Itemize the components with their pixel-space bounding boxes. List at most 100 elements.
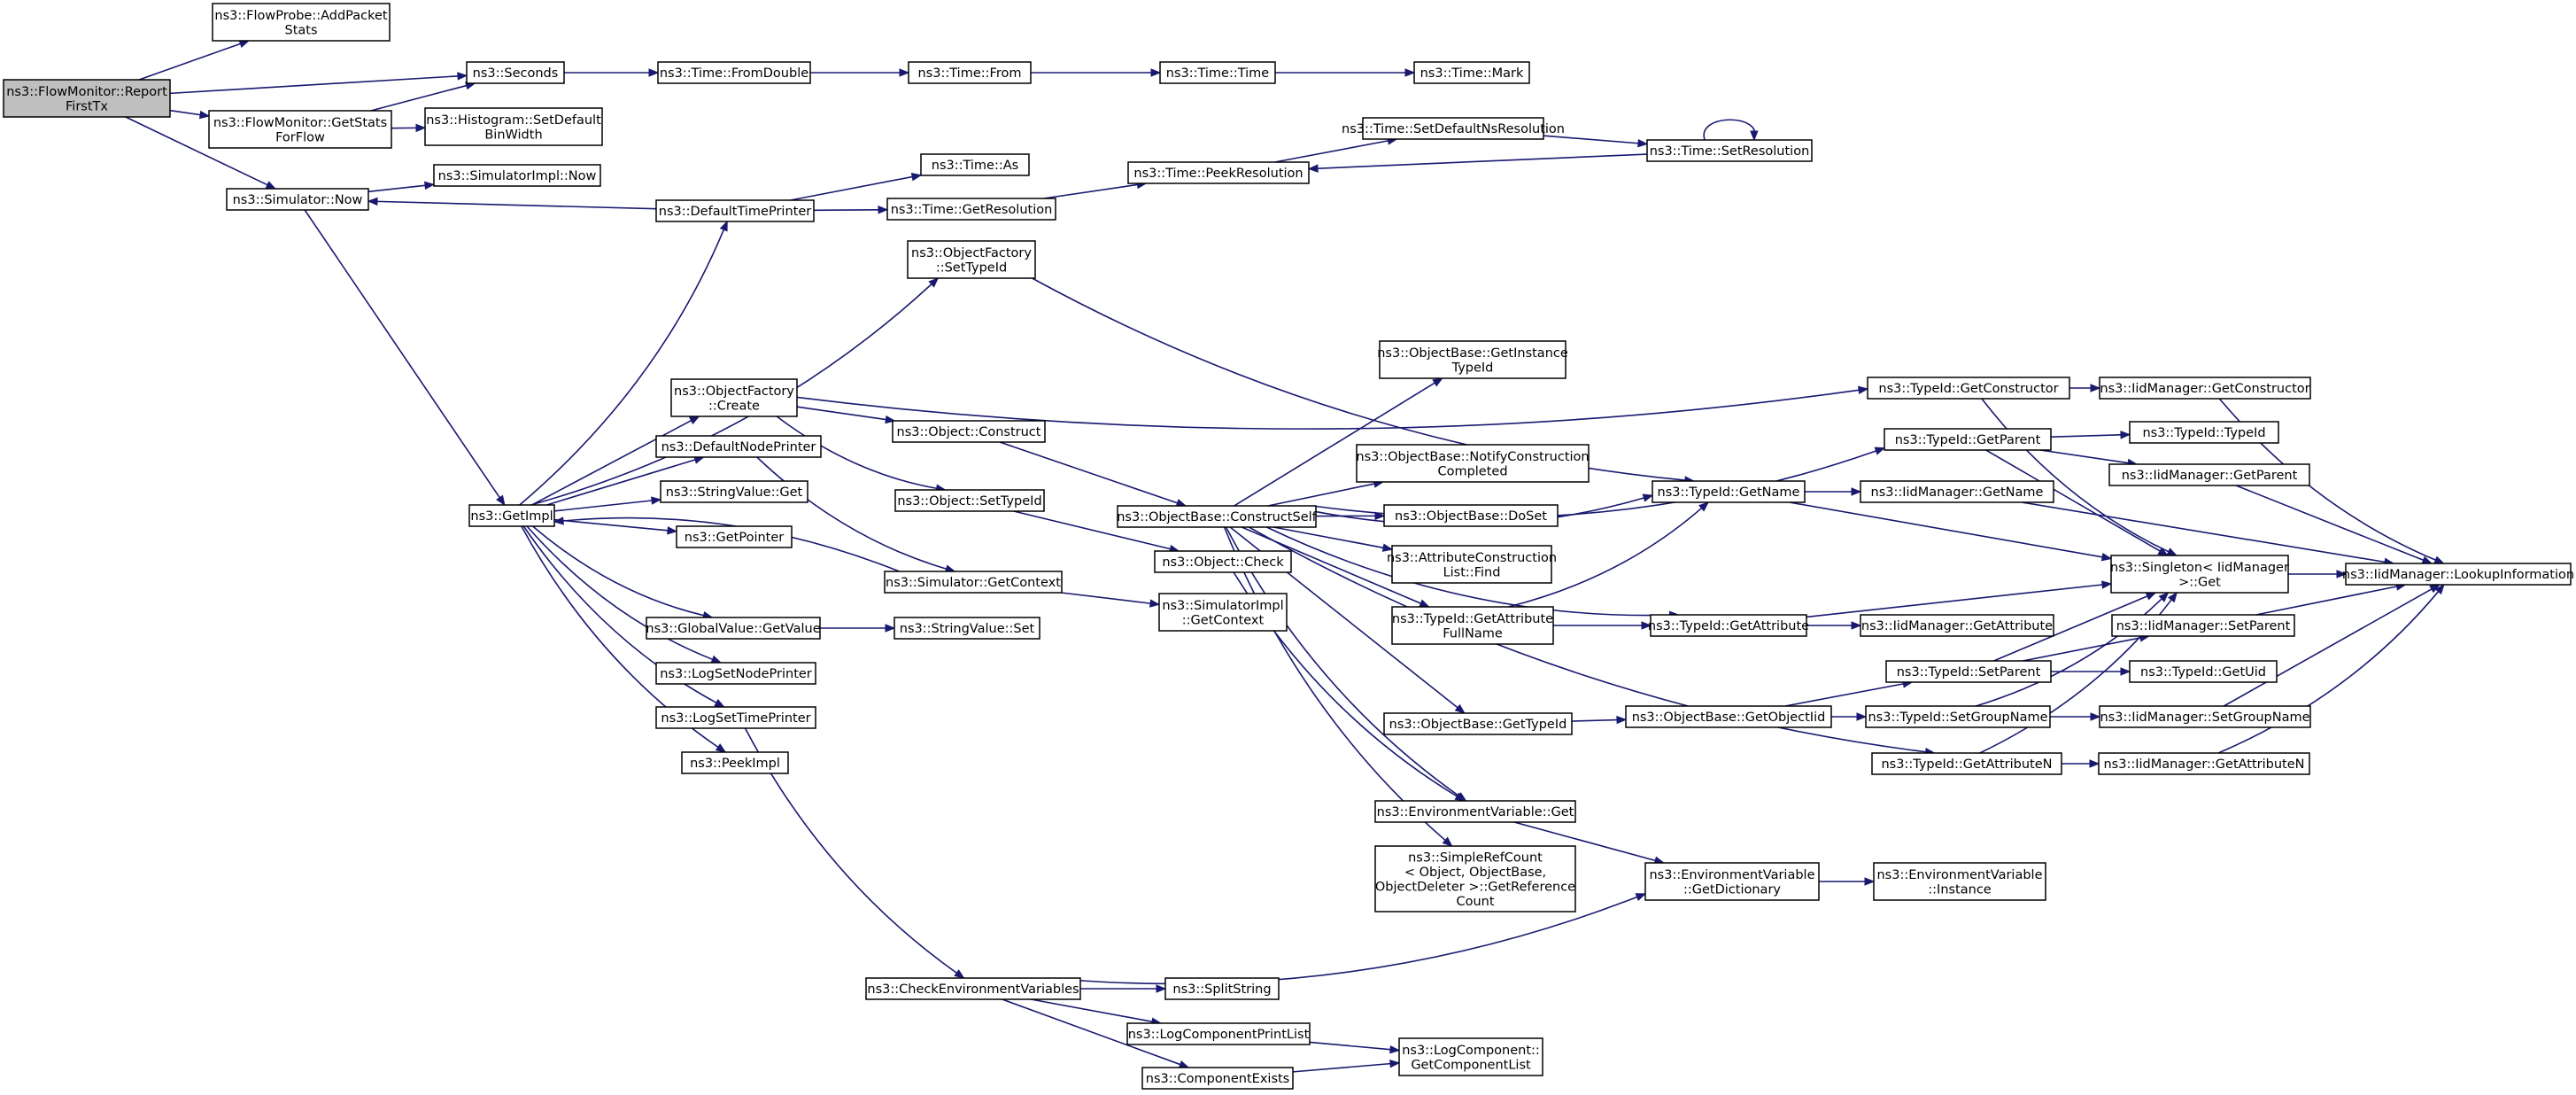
node-box[interactable] bbox=[1127, 161, 1310, 184]
node-singleton[interactable]: ns3::Singleton< IidManager >::Get bbox=[2110, 555, 2289, 594]
node-simimplctx[interactable]: ns3::SimulatorImpl::GetContext bbox=[1158, 593, 1288, 632]
node-envget[interactable]: ns3::EnvironmentVariable::Get bbox=[1374, 800, 1576, 823]
node-lookup[interactable]: ns3::IidManager::LookupInformation bbox=[2342, 563, 2574, 586]
node-box[interactable] bbox=[655, 199, 815, 222]
node-gvget[interactable]: ns3::GlobalValue::GetValue bbox=[646, 617, 821, 640]
node-peekres[interactable]: ns3::Time::PeekResolution bbox=[1127, 161, 1310, 184]
node-box[interactable] bbox=[1117, 505, 1317, 528]
node-box[interactable] bbox=[1873, 862, 2046, 901]
node-box[interactable] bbox=[655, 662, 816, 685]
node-getres[interactable]: ns3::Time::GetResolution bbox=[886, 198, 1056, 221]
node-from[interactable]: ns3::Time::From bbox=[908, 61, 1032, 84]
node-envdict[interactable]: ns3::EnvironmentVariable::GetDictionary bbox=[1644, 862, 1820, 901]
node-strset[interactable]: ns3::StringValue::Set bbox=[893, 617, 1040, 640]
node-time[interactable]: ns3::Time::Time bbox=[1159, 61, 1276, 84]
node-obgettid[interactable]: ns3::ObjectBase::GetTypeId bbox=[1383, 712, 1573, 735]
node-box[interactable] bbox=[2111, 614, 2295, 637]
node-box[interactable] bbox=[681, 751, 789, 774]
node-tidgetparent[interactable]: ns3::TypeId::GetParent bbox=[1884, 428, 2052, 451]
node-iidgetctor[interactable]: ns3::IidManager::GetConstructor bbox=[2099, 377, 2311, 400]
node-box[interactable] bbox=[424, 107, 603, 146]
node-box[interactable] bbox=[1398, 1037, 1543, 1076]
node-objsettypeid[interactable]: ns3::Object::SetTypeId bbox=[894, 489, 1045, 512]
node-box[interactable] bbox=[1379, 340, 1566, 379]
node-box[interactable] bbox=[1374, 845, 1576, 912]
node-box[interactable] bbox=[920, 153, 1030, 176]
node-ofcreate[interactable]: ns3::ObjectFactory::Create bbox=[670, 378, 798, 417]
node-checkenv[interactable]: ns3::CheckEnvironmentVariables bbox=[865, 977, 1081, 1000]
node-box[interactable] bbox=[884, 571, 1063, 594]
node-box[interactable] bbox=[657, 61, 811, 84]
node-compexists[interactable]: ns3::ComponentExists bbox=[1141, 1067, 1294, 1090]
node-box[interactable] bbox=[1644, 862, 1820, 901]
node-box[interactable] bbox=[1374, 800, 1576, 823]
node-splitstr[interactable]: ns3::SplitString bbox=[1164, 977, 1280, 1000]
node-getobjtid[interactable]: ns3::ObjectBase::GetObjectIid bbox=[1625, 705, 1832, 728]
node-logcomplist[interactable]: ns3::LogComponent::GetComponentList bbox=[1398, 1037, 1543, 1076]
node-box[interactable] bbox=[1871, 752, 2062, 775]
node-setres[interactable]: ns3::Time::SetResolution bbox=[1646, 139, 1813, 162]
node-tidsetparent[interactable]: ns3::TypeId::SetParent bbox=[1885, 660, 2052, 683]
node-box[interactable] bbox=[1158, 593, 1288, 632]
node-box[interactable] bbox=[1646, 139, 1813, 162]
node-tidgetattr[interactable]: ns3::TypeId::GetAttribute bbox=[1648, 614, 1809, 637]
node-iidsetparent[interactable]: ns3::IidManager::SetParent bbox=[2111, 614, 2295, 637]
node-mark[interactable]: ns3::Time::Mark bbox=[1413, 61, 1530, 84]
node-box[interactable] bbox=[1356, 444, 1590, 483]
node-logprint[interactable]: ns3::LogComponentPrintList bbox=[1126, 1022, 1311, 1045]
node-peekimpl[interactable]: ns3::PeekImpl bbox=[681, 751, 789, 774]
node-box[interactable] bbox=[660, 480, 808, 503]
node-box[interactable] bbox=[2099, 377, 2311, 400]
node-ofsettypeid[interactable]: ns3::ObjectFactory::SetTypeId bbox=[907, 240, 1036, 279]
node-notifyconst[interactable]: ns3::ObjectBase::NotifyConstructionCompl… bbox=[1356, 444, 1590, 483]
node-box[interactable] bbox=[1391, 545, 1552, 584]
node-simimplnow[interactable]: ns3::SimulatorImpl::Now bbox=[433, 164, 601, 187]
node-box[interactable] bbox=[468, 504, 555, 527]
node-box[interactable] bbox=[2345, 563, 2572, 586]
node-iidsetgroup[interactable]: ns3::IidManager::SetGroupName bbox=[2099, 705, 2311, 728]
node-getpointer[interactable]: ns3::GetPointer bbox=[676, 525, 793, 548]
node-iidgetattrn[interactable]: ns3::IidManager::GetAttributeN bbox=[2098, 752, 2310, 775]
node-tidgetattrn[interactable]: ns3::TypeId::GetAttributeN bbox=[1871, 752, 2062, 775]
node-box[interactable] bbox=[1884, 428, 2052, 451]
node-iidgetattr[interactable]: ns3::IidManager::GetAttribute bbox=[1860, 614, 2054, 637]
node-box[interactable] bbox=[2108, 463, 2310, 486]
node-box[interactable] bbox=[1652, 480, 1806, 503]
node-tidgetuid[interactable]: ns3::TypeId::GetUid bbox=[2129, 660, 2278, 683]
node-logsettime[interactable]: ns3::LogSetTimePrinter bbox=[655, 706, 816, 729]
node-box[interactable] bbox=[2110, 555, 2289, 594]
node-box[interactable] bbox=[2098, 752, 2310, 775]
node-box[interactable] bbox=[893, 617, 1040, 640]
node-setdefns[interactable]: ns3::Time::SetDefaultNsResolution bbox=[1342, 117, 1565, 140]
node-box[interactable] bbox=[1860, 480, 2054, 503]
node-box[interactable] bbox=[1126, 1022, 1311, 1045]
node-box[interactable] bbox=[1383, 712, 1573, 735]
node-box[interactable] bbox=[655, 706, 816, 729]
node-box[interactable] bbox=[1159, 61, 1276, 84]
node-box[interactable] bbox=[1625, 705, 1832, 728]
node-box[interactable] bbox=[1154, 550, 1292, 573]
node-box[interactable] bbox=[892, 420, 1046, 443]
node-box[interactable] bbox=[646, 617, 821, 640]
node-tidgetctor[interactable]: ns3::TypeId::GetConstructor bbox=[1867, 377, 2070, 400]
node-simplerc[interactable]: ns3::SimpleRefCount< Object, ObjectBase,… bbox=[1374, 845, 1576, 912]
node-box[interactable] bbox=[2129, 660, 2278, 683]
node-box[interactable] bbox=[907, 240, 1036, 279]
node-logsetnode[interactable]: ns3::LogSetNodePrinter bbox=[655, 662, 816, 685]
node-box[interactable] bbox=[212, 3, 391, 42]
node-iidgetparent[interactable]: ns3::IidManager::GetParent bbox=[2108, 463, 2310, 486]
node-box[interactable] bbox=[894, 489, 1045, 512]
node-seconds[interactable]: ns3::Seconds bbox=[466, 61, 565, 84]
node-tidsetgroup[interactable]: ns3::TypeId::SetGroupName bbox=[1865, 705, 2051, 728]
node-box[interactable] bbox=[226, 188, 369, 211]
node-box[interactable] bbox=[1650, 614, 1807, 637]
node-box[interactable] bbox=[676, 525, 793, 548]
node-defprinter[interactable]: ns3::DefaultTimePrinter bbox=[655, 199, 815, 222]
